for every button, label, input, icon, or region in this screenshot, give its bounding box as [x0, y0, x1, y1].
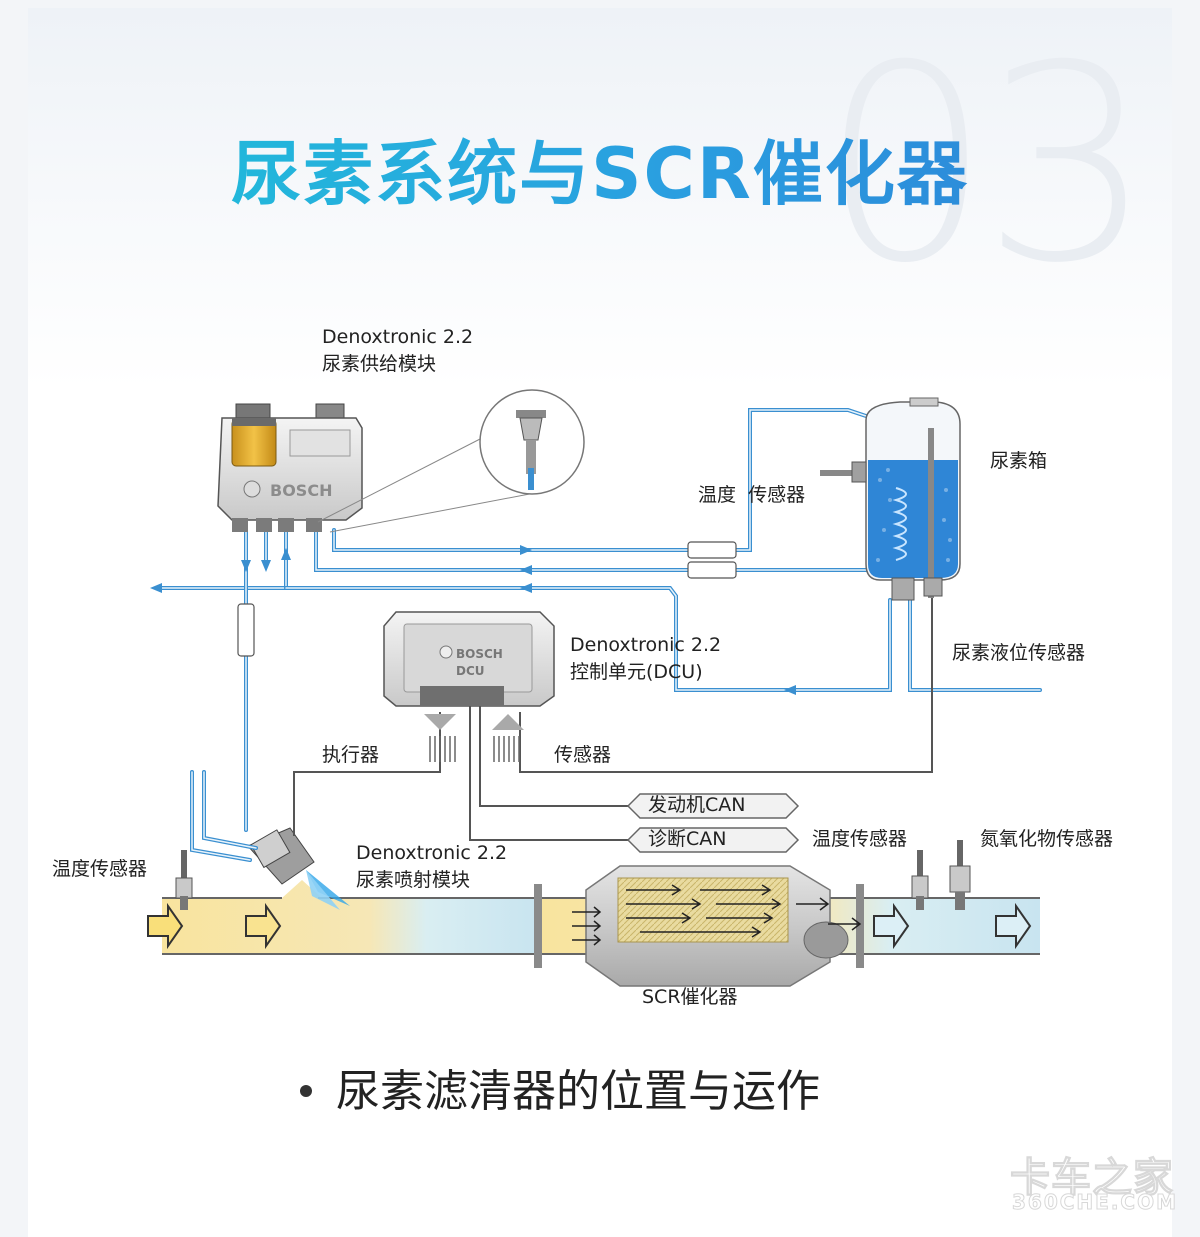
bosch-logo-module: BOSCH: [270, 481, 332, 500]
dcu-short-label: DCU: [456, 664, 485, 678]
bosch-logo-dcu: BOSCH: [456, 647, 503, 661]
engine-can-label: 发动机CAN: [648, 794, 746, 816]
watermark-url: 360CHE.COM: [1011, 1190, 1179, 1215]
caption-text: 尿素滤清器的位置与运作: [336, 1066, 820, 1117]
dcu-label-line2: 控制单元(DCU): [570, 660, 703, 683]
temp-sensor-inlet: [175, 850, 193, 910]
background-panel: [28, 8, 1172, 1237]
supply-module: BOSCH: [217, 403, 363, 532]
scr-label: SCR催化器: [642, 986, 738, 1008]
bullet-dot: [300, 1085, 312, 1097]
watermark-logo: 卡车之家: [1010, 1155, 1174, 1202]
diag-can-label: 诊断CAN: [648, 828, 727, 850]
dosing-module: [247, 827, 350, 910]
tank-label: 尿素箱: [990, 450, 1048, 472]
outlet-temp-sensor-label: 温度传感器: [812, 828, 908, 850]
line-flow-arrows: [150, 545, 796, 695]
page-title: 尿素系统与SCR催化器: [0, 118, 1200, 219]
exhaust-flow-arrows: [147, 902, 1032, 950]
signal-indicators: [424, 714, 524, 762]
dosing-module-label-line2: 尿素喷射模块: [356, 868, 471, 891]
fluid-lines: [154, 408, 1042, 862]
sensor-label: 传感器: [554, 744, 612, 766]
section-number: 03: [820, 30, 1154, 300]
engine-can-tag: [626, 793, 800, 819]
diag-can-tag: [626, 827, 800, 853]
magnifier-detail: [317, 389, 585, 533]
dcu-label-line1: Denoxtronic 2.2: [570, 634, 722, 656]
nox-sensor: [949, 840, 971, 910]
dcu-unit: BOSCH DCU: [383, 611, 555, 707]
nox-sensor-label: 氮氧化物传感器: [980, 828, 1114, 850]
supply-module-label-line2: 尿素供给模块: [322, 352, 437, 375]
inlet-temp-sensor-label: 温度传感器: [52, 858, 148, 880]
actuator-label: 执行器: [322, 744, 380, 766]
urea-tank: [820, 397, 961, 601]
dcu-label: Denoxtronic 2.2 控制单元(DCU): [570, 632, 721, 685]
tank-temp-sensor-label: 温度 传感器: [698, 484, 806, 506]
supply-module-label: Denoxtronic 2.2 尿素供给模块: [322, 324, 473, 377]
temp-sensor-outlet: [911, 850, 929, 910]
scr-catalyst: [572, 865, 862, 987]
dosing-module-label-line1: Denoxtronic 2.2: [356, 842, 508, 864]
caption: 尿素滤清器的位置与运作: [300, 1055, 820, 1119]
level-sensor-label: 尿素液位传感器: [952, 642, 1086, 664]
supply-module-label-line1: Denoxtronic 2.2: [322, 326, 474, 348]
dosing-module-label: Denoxtronic 2.2 尿素喷射模块: [356, 840, 507, 893]
line-connectors: [237, 541, 737, 657]
